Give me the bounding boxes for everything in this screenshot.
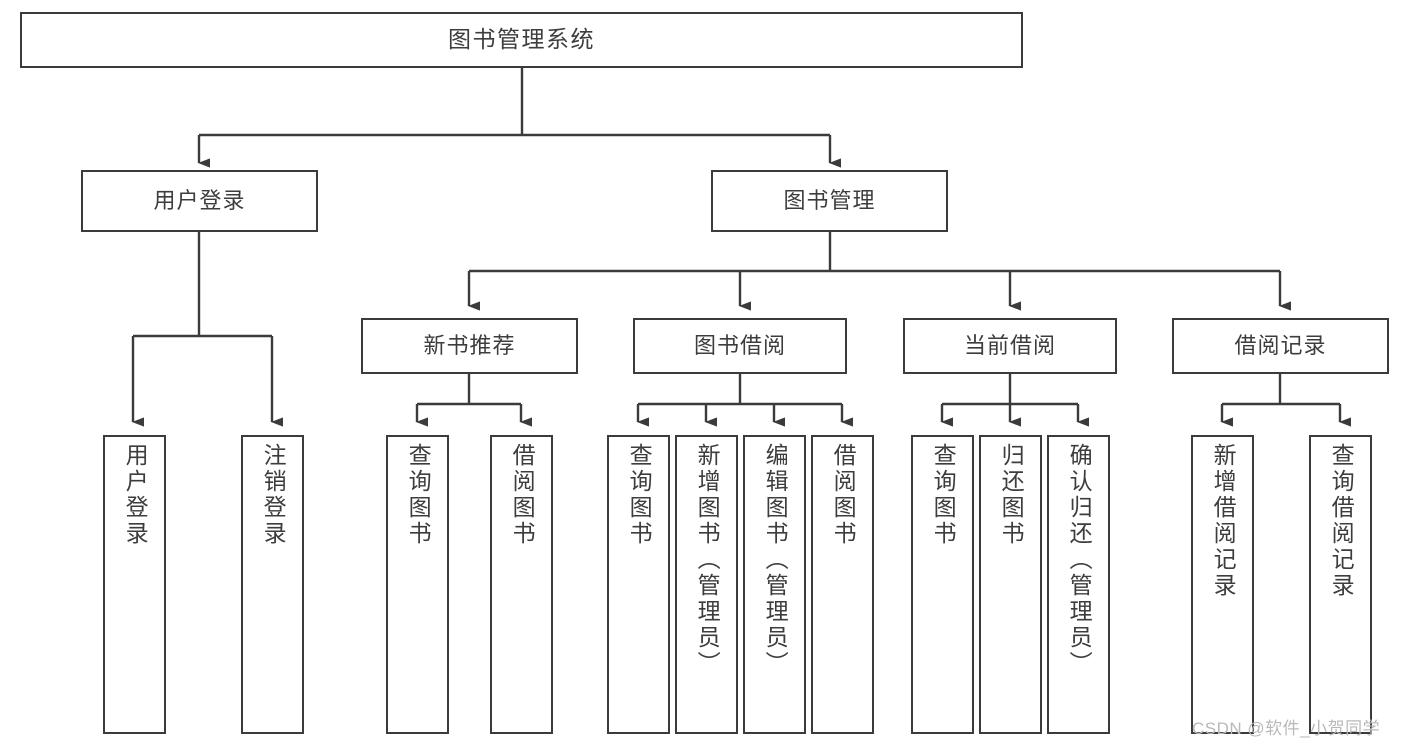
node-label: 注销登录	[260, 443, 287, 547]
leaf-add-borrow-record[interactable]: 新增借阅记录	[1191, 435, 1254, 734]
node-current-borrow[interactable]: 当前借阅	[903, 318, 1117, 374]
node-label: 借阅图书	[830, 443, 857, 547]
node-label: 用户登录	[122, 443, 149, 547]
leaf-user-login[interactable]: 用户登录	[103, 435, 166, 734]
node-book-borrow[interactable]: 图书借阅	[633, 318, 847, 374]
node-label: 借阅图书	[509, 443, 536, 547]
node-label: 当前借阅	[963, 332, 1056, 358]
node-label: 借阅记录	[1234, 332, 1327, 358]
node-label: 归还图书	[998, 443, 1025, 547]
node-label: 编辑图书（管理员）	[762, 443, 789, 677]
node-label: 图书借阅	[693, 332, 786, 358]
leaf-borrow-book-recommend[interactable]: 借阅图书	[490, 435, 553, 734]
leaf-borrow-book[interactable]: 借阅图书	[811, 435, 874, 734]
node-borrow-record[interactable]: 借阅记录	[1172, 318, 1389, 374]
leaf-query-book-current[interactable]: 查询图书	[911, 435, 974, 734]
node-label: 查询借阅记录	[1328, 443, 1355, 599]
node-new-book-recommend[interactable]: 新书推荐	[361, 318, 578, 374]
leaf-add-book-admin[interactable]: 新增图书（管理员）	[675, 435, 738, 734]
leaf-query-book-recommend[interactable]: 查询图书	[386, 435, 449, 734]
node-label: 图书管理	[783, 187, 876, 213]
node-label: 查询图书	[405, 443, 432, 547]
node-label: 确认归还（管理员）	[1066, 443, 1093, 677]
leaf-logout[interactable]: 注销登录	[241, 435, 304, 734]
node-label: 用户登录	[153, 187, 246, 213]
leaf-return-book[interactable]: 归还图书	[979, 435, 1042, 734]
node-label: 图书管理系统	[448, 26, 595, 53]
node-label: 查询图书	[930, 443, 957, 547]
node-label: 查询图书	[626, 443, 653, 547]
csdn-watermark: CSDN @软件_小贺同学	[1192, 719, 1381, 738]
leaf-query-book[interactable]: 查询图书	[607, 435, 670, 734]
node-root-system[interactable]: 图书管理系统	[20, 12, 1023, 68]
node-user-login[interactable]: 用户登录	[81, 170, 318, 232]
node-book-management[interactable]: 图书管理	[711, 170, 948, 232]
node-label: 新增图书（管理员）	[694, 443, 721, 677]
leaf-confirm-return-admin[interactable]: 确认归还（管理员）	[1047, 435, 1110, 734]
leaf-edit-book-admin[interactable]: 编辑图书（管理员）	[743, 435, 806, 734]
leaf-query-borrow-record[interactable]: 查询借阅记录	[1309, 435, 1372, 734]
node-label: 新书推荐	[423, 332, 516, 358]
node-label: 新增借阅记录	[1210, 443, 1237, 599]
